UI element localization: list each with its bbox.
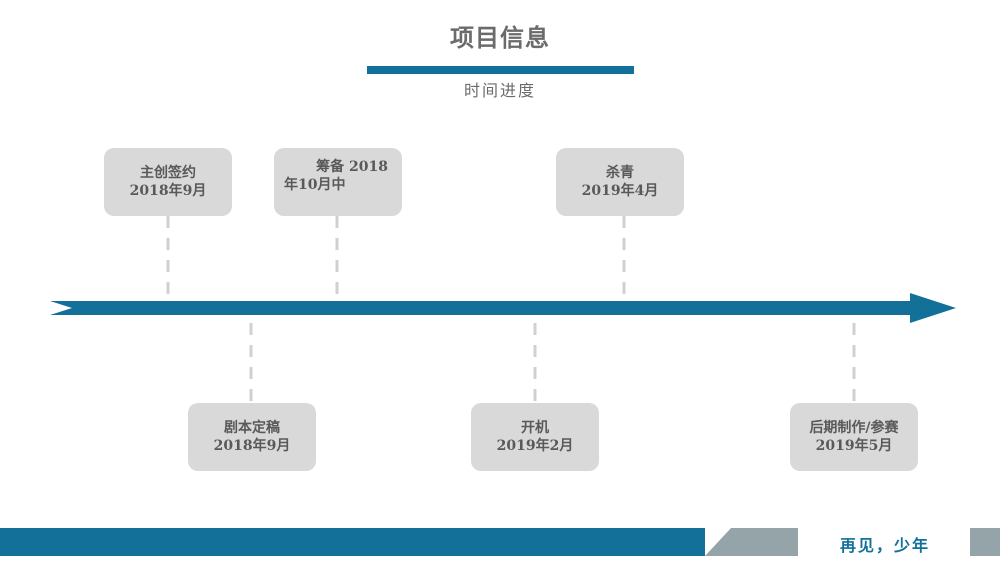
milestone-date: 2019年2月 [496, 438, 574, 454]
milestone-date: 2018年9月 [213, 438, 291, 454]
milestone-date: 年10月中 [284, 177, 346, 193]
milestone-box-shooting-start: 开机 2019年2月 [471, 403, 599, 471]
page-subtitle: 时间进度 [463, 81, 536, 100]
title-underline [367, 66, 634, 74]
milestone-label: 杀青 [606, 165, 634, 181]
milestone-label: 后期制作/参赛 [809, 420, 899, 436]
milestone-box-preparation: 筹备 2018 年10月中 [274, 148, 402, 216]
milestone-box-script-final: 剧本定稿 2018年9月 [188, 403, 316, 471]
milestone-box-wrap: 杀青 2019年4月 [556, 148, 684, 216]
milestone-label: 筹备 2018 [316, 159, 388, 175]
footer-slogan: 再见，少年 [840, 536, 931, 555]
footer-decoration [0, 528, 798, 556]
milestone-box-post-production: 后期制作/参赛 2019年5月 [790, 403, 918, 471]
milestone-box-main-signing: 主创签约 2018年9月 [104, 148, 232, 216]
milestone-label: 主创签约 [140, 165, 196, 181]
milestone-date: 2019年5月 [815, 438, 893, 454]
timeline-arrow [50, 293, 956, 323]
footer-square [970, 528, 1000, 556]
milestone-date: 2019年4月 [581, 183, 659, 199]
page-title: 项目信息 [450, 24, 550, 52]
milestone-date: 2018年9月 [129, 183, 207, 199]
milestone-label: 剧本定稿 [224, 420, 280, 436]
milestone-label: 开机 [521, 420, 549, 436]
